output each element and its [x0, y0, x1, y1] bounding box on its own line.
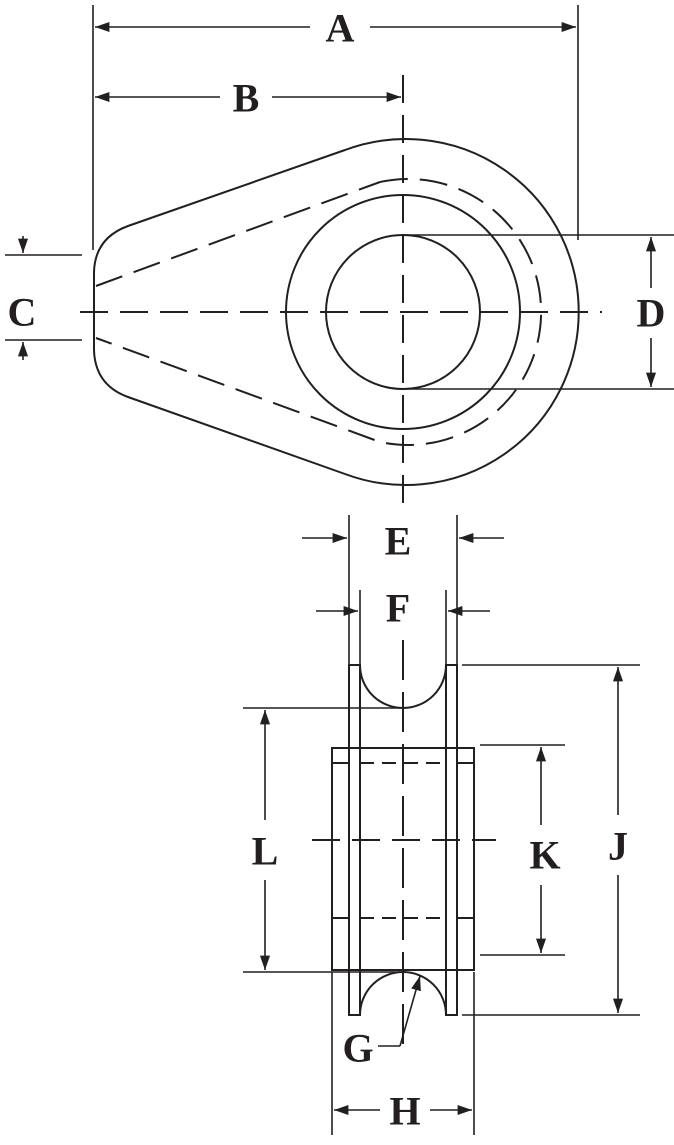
dimension-b: B	[95, 76, 401, 121]
dimension-e: E	[302, 515, 504, 665]
sheave-body	[348, 664, 458, 1016]
label-e: E	[385, 519, 412, 564]
teardrop-outline	[93, 138, 580, 486]
dimension-l: L	[243, 707, 400, 973]
label-d: D	[637, 291, 666, 336]
label-l: L	[252, 829, 279, 874]
dimension-h: H	[331, 972, 475, 1135]
dimension-a: A	[92, 5, 579, 250]
label-f: F	[386, 586, 410, 631]
dimension-j: J	[462, 664, 640, 1016]
side-view	[312, 640, 496, 1045]
label-k: K	[529, 833, 560, 878]
label-j: J	[608, 824, 628, 869]
label-h: H	[389, 1089, 420, 1134]
dimension-c: C	[5, 236, 82, 360]
label-b: B	[233, 76, 260, 121]
label-g: G	[342, 1026, 373, 1071]
groove-dashed-outline	[95, 178, 543, 446]
top-view	[80, 75, 602, 505]
dimension-d: D	[403, 234, 674, 390]
dimension-g: G	[342, 975, 421, 1071]
dimension-f: F	[316, 586, 490, 665]
label-a: A	[326, 6, 355, 51]
dimension-k: K	[480, 744, 565, 956]
label-c: C	[8, 290, 37, 335]
